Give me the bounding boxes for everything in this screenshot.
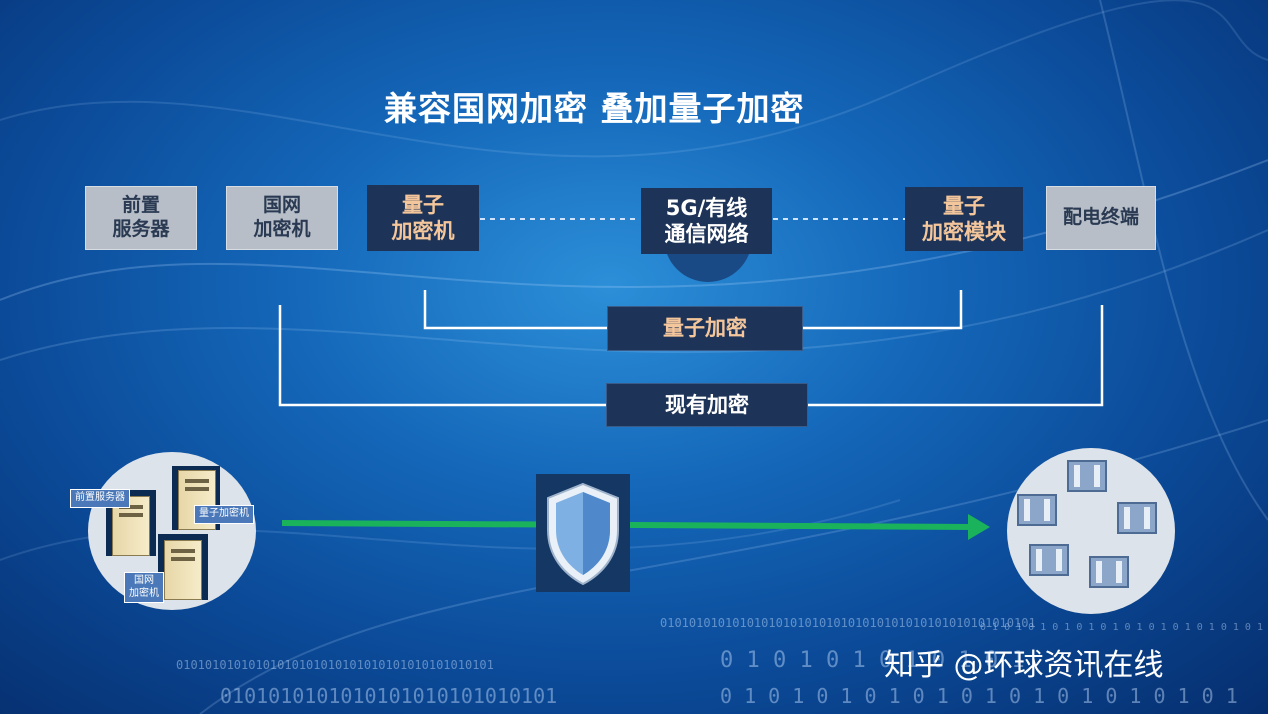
server-cluster-circle xyxy=(88,452,256,610)
sgcc-encryptor-server-icon xyxy=(164,540,202,600)
quantum-bracket-right xyxy=(803,290,963,330)
green-arrow-head xyxy=(968,514,990,540)
binary-row: 0 1 0 1 0 1 0 1 0 1 0 1 xyxy=(720,648,1025,673)
binary-row: 0101010101010101010101010101 xyxy=(220,684,558,708)
shield-icon xyxy=(547,482,619,586)
quantum-bracket xyxy=(423,290,607,330)
existing-bracket-right xyxy=(808,305,1104,407)
distribution-terminal-box: 配电终端 xyxy=(1046,186,1156,250)
watermark: 知乎 @环球资讯在线 xyxy=(884,648,1164,683)
binary-row: 0 1 0 1 0 1 0 1 0 1 0 1 0 1 0 1 0 1 0 1 … xyxy=(720,684,1238,708)
terminal-device-icon xyxy=(1089,556,1129,588)
front-server-tag: 前置服务器 xyxy=(70,489,130,508)
terminal-device-icon xyxy=(1017,494,1057,526)
quantum-encryptor-tag: 量子加密机 xyxy=(194,505,254,524)
terminal-cluster-circle xyxy=(1007,448,1175,614)
terminal-device-icon xyxy=(1117,502,1157,534)
quantum-encryption-label: 量子加密 xyxy=(607,306,803,351)
binary-row: 0101010101010101010101010101010101010101… xyxy=(176,658,494,672)
page-title: 兼容国网加密 叠加量子加密 xyxy=(384,89,805,128)
shield-panel xyxy=(536,474,630,592)
quantum-encryptor-box: 量子 加密机 xyxy=(367,185,479,251)
quantum-module-box: 量子 加密模块 xyxy=(905,187,1023,251)
terminal-device-icon xyxy=(1029,544,1069,576)
front-server-box: 前置 服务器 xyxy=(85,186,197,250)
binary-row: 0101010101010101010101010101010101010101… xyxy=(660,616,1036,630)
terminal-device-icon xyxy=(1067,460,1107,492)
sgcc-encryptor-box: 国网 加密机 xyxy=(226,186,338,250)
existing-encryption-label: 现有加密 xyxy=(606,383,808,427)
sgcc-encryptor-tag: 国网 加密机 xyxy=(124,572,164,603)
network-box: 5G/有线 通信网络 xyxy=(641,188,772,254)
binary-row: 0 1 0 1 0 1 0 1 0 1 0 1 0 1 0 1 0 1 0 1 … xyxy=(980,622,1268,633)
existing-bracket xyxy=(278,305,606,407)
